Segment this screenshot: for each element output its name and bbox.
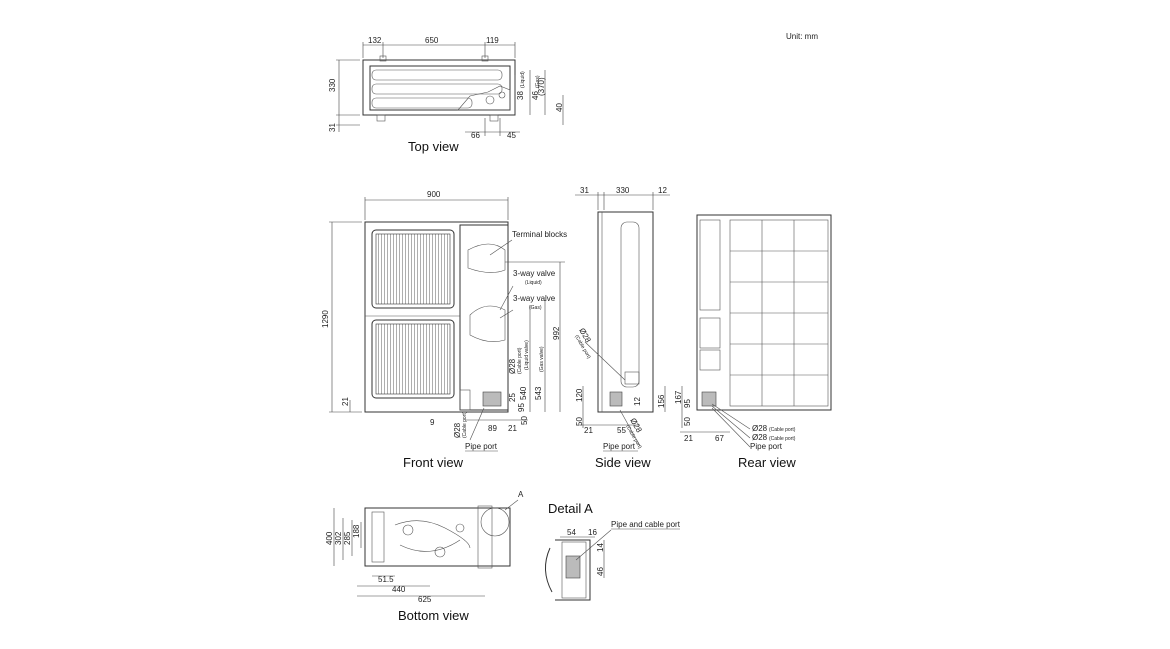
top-view-dims-d119-text: 119: [486, 36, 499, 45]
front-view-dims-liquid-valve-text: (Liquid valve): [524, 340, 530, 370]
side-view-labels-pipe-port-text: Pipe port: [603, 442, 636, 451]
front-view-dims-d543-text: 543: [534, 386, 543, 400]
front-view-dims-d25-text: 25: [508, 393, 517, 402]
top-view-dims-d370-text: (370): [537, 77, 546, 96]
bottom-view-labels-marker-a-text: A: [518, 490, 524, 499]
bottom-view: A 400 302 285 188 51.5 440 625 Bottom vi…: [325, 490, 524, 623]
front-view-dims-d900-text: 900: [427, 190, 441, 199]
rear-view-labels-cable1-sub-text: (Cable port): [769, 427, 796, 433]
rear-view-title: Rear view: [738, 455, 796, 470]
rear-view-dims-d167-text: 167: [674, 390, 683, 404]
top-view-dims-d31-text: 31: [328, 123, 337, 132]
side-view-dims-d21-text: 21: [584, 426, 593, 435]
front-view-dims-cable-port2-text: (Cable port): [462, 411, 468, 438]
side-view-dims-d12-text: 12: [658, 186, 667, 195]
top-view-dims-gas-text: (Gas): [535, 75, 541, 88]
detail-a-title: Detail A: [548, 501, 593, 516]
side-view-dims-d156-text: 156: [657, 394, 666, 408]
rear-view-labels-cable2-text: Ø28: [752, 433, 768, 442]
rear-view-labels-pipe-port-text: Pipe port: [750, 442, 783, 451]
front-view-dims-d992-text: 992: [552, 326, 561, 340]
side-view-dims-d31-text: 31: [580, 186, 589, 195]
front-view-dims-d28-low-text: Ø28: [453, 422, 462, 438]
side-view-title: Side view: [595, 455, 651, 470]
side-view-dims-d120-text: 120: [575, 388, 584, 402]
front-view-labels-valve-liquid-text: 3-way valve: [513, 269, 556, 278]
front-view-labels-pipe-port-text: Pipe port: [465, 442, 498, 451]
detail-a-labels-port-text: Pipe and cable port: [611, 520, 681, 529]
top-view-dims-d132-text: 132: [368, 36, 382, 45]
detail-a-dims-d16-text: 16: [588, 528, 597, 537]
front-view-dims-d28-cable-text: Ø28: [508, 358, 517, 374]
side-view-dims-d50-text: 50: [575, 417, 584, 426]
bottom-view-dims-d51-5-text: 51.5: [378, 575, 394, 584]
rear-view-labels-cable1-text: Ø28: [752, 424, 768, 433]
detail-a-dims-d14-text: 14: [596, 543, 605, 552]
bottom-view-dims-d625-text: 625: [418, 595, 432, 604]
front-view-labels-valve-liquid-sub-text: (Liquid): [525, 280, 542, 286]
bottom-view-dims-d188-text: 188: [352, 524, 361, 538]
top-view-dims-d38-text: 38: [516, 91, 525, 100]
front-view-dims-d9-text: 9: [430, 418, 435, 427]
rear-grille: [729, 219, 829, 407]
top-view-title: Top view: [408, 139, 459, 154]
front-view-dims-d21b-text: 21: [508, 424, 517, 433]
detail-a: Detail A 54 16 14 46 Pipe and cable port: [545, 501, 681, 601]
top-view-dims-d330-text: 330: [328, 78, 337, 92]
detail-a-dims-d54-text: 54: [567, 528, 576, 537]
top-view-dims-d650-text: 650: [425, 36, 439, 45]
bottom-view-dims-d302-text: 302: [334, 531, 343, 545]
top-view: 132 650 119 330 31 38 (Liquid) 46 (Gas) …: [328, 36, 564, 154]
bottom-view-dims-d400-text: 400: [325, 531, 334, 545]
front-view-dims-gas-valve-text: (Gas valve): [539, 346, 545, 372]
front-view: 900 1290 21 9 Terminal blocks 3-way valv…: [321, 190, 567, 470]
rear-view-dims-d50-text: 50: [683, 417, 692, 426]
side-view-dims-d55-text: 55: [617, 426, 626, 435]
front-view-labels-valve-gas-sub-text: (Gas): [529, 305, 542, 311]
top-view-dims-d45-text: 45: [507, 131, 516, 140]
front-view-dims-d540-text: 540: [519, 386, 528, 400]
top-view-dims-d46-text: 46: [531, 91, 540, 100]
front-view-dims-d89-text: 89: [488, 424, 497, 433]
side-view: 31 330 12 120 50 21 55 12 156 Ø28 (Cable…: [573, 186, 670, 470]
front-view-dims-d95-text: 95: [517, 403, 526, 412]
front-view-labels-terminal-text: Terminal blocks: [512, 230, 567, 239]
rear-view-dims-d21-text: 21: [684, 434, 693, 443]
front-view-labels-valve-gas-text: 3-way valve: [513, 294, 556, 303]
rear-view-labels-cable2-sub-text: (Cable port): [769, 436, 796, 442]
side-view-dims-d12b-text: 12: [633, 397, 642, 406]
front-view-dims-d1290-text: 1290: [321, 310, 330, 328]
rear-view-dims-d95-text: 95: [683, 399, 692, 408]
top-view-dims-d66-text: 66: [471, 131, 480, 140]
front-view-dims-cable-port-text: (Cable port): [517, 347, 523, 374]
bottom-view-dims-d440-text: 440: [392, 585, 406, 594]
top-view-dims-liquid-text: (Liquid): [520, 71, 526, 88]
front-view-dims-d50-text: 50: [520, 416, 529, 425]
bottom-view-dims-d285-text: 285: [343, 531, 352, 545]
front-view-title: Front view: [403, 455, 464, 470]
top-view-dims-d40-text: 40: [555, 103, 564, 112]
unit-label: Unit: mm: [786, 32, 818, 41]
bottom-view-title: Bottom view: [398, 608, 469, 623]
rear-view-dims-d67-text: 67: [715, 434, 724, 443]
detail-a-dims-d46-text: 46: [596, 567, 605, 576]
side-view-dims-d330-text: 330: [616, 186, 630, 195]
front-view-dims-d21-text: 21: [341, 397, 350, 406]
rear-view: 167 95 50 21 67 Ø28 (Cable port) Ø28 (Ca…: [674, 214, 832, 470]
